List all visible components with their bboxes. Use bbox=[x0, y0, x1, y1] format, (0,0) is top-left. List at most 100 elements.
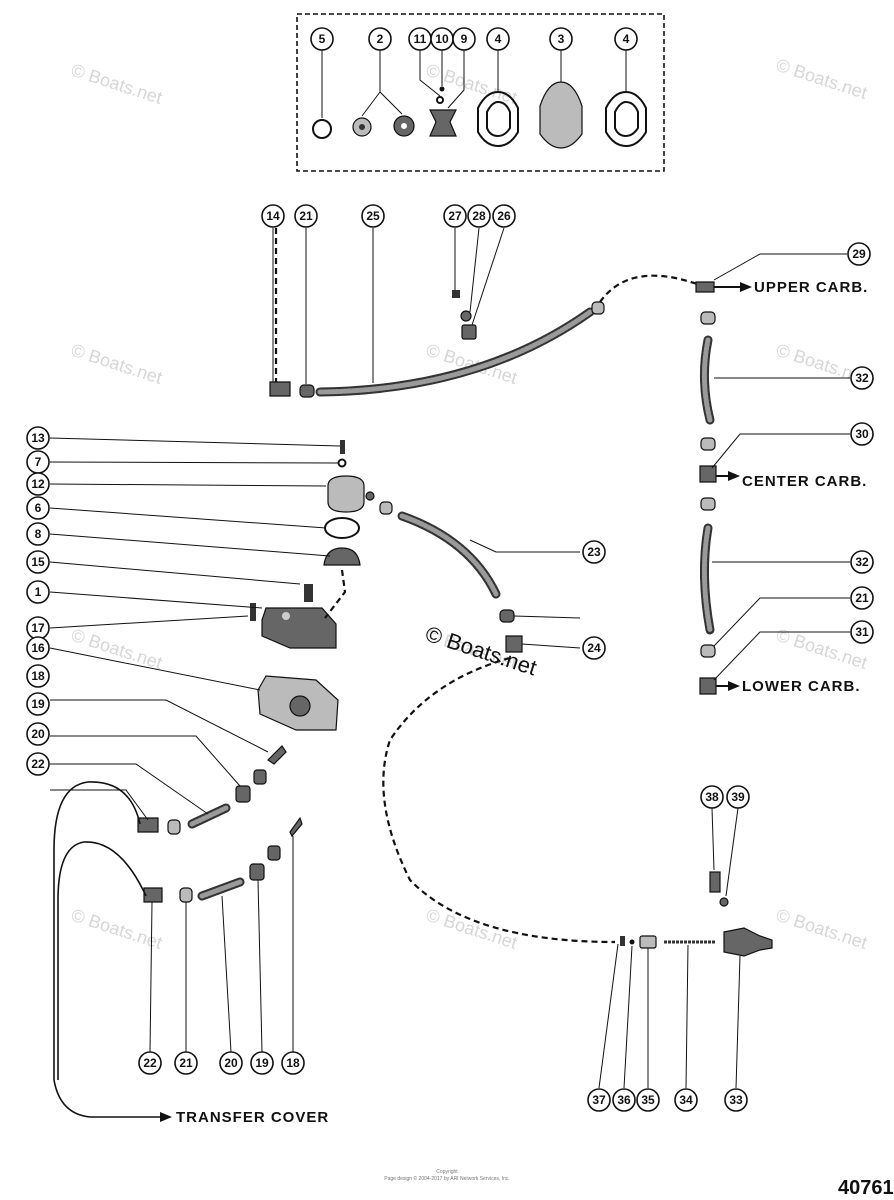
callout: 31 bbox=[850, 620, 874, 644]
callout: 21 bbox=[174, 1051, 198, 1075]
footer-credit: Page design © 2004-2017 by ARI Network S… bbox=[384, 1175, 509, 1182]
callout: 24 bbox=[582, 636, 606, 660]
svg-text:33: 33 bbox=[729, 1093, 743, 1107]
callout: 10 bbox=[430, 27, 454, 51]
hose-clamp-part bbox=[591, 301, 605, 315]
callout: 34 bbox=[674, 1088, 698, 1112]
upper-carb-label: UPPER CARB. bbox=[754, 279, 868, 296]
svg-text:20: 20 bbox=[224, 1056, 238, 1070]
callout: 30 bbox=[850, 422, 874, 446]
callout: 32 bbox=[850, 366, 874, 390]
o-ring-part bbox=[312, 119, 332, 139]
valve-body-part bbox=[429, 109, 457, 137]
callout: 17 bbox=[26, 616, 50, 640]
svg-text:35: 35 bbox=[641, 1093, 655, 1107]
lower-carb-label: LOWER CARB. bbox=[742, 678, 861, 695]
callout: 18 bbox=[26, 664, 50, 688]
svg-text:2: 2 bbox=[377, 32, 384, 46]
callout: 4 bbox=[486, 27, 510, 51]
svg-text:39: 39 bbox=[731, 790, 745, 804]
callout: 29 bbox=[847, 242, 871, 266]
svg-text:22: 22 bbox=[31, 757, 45, 771]
callout: 7 bbox=[26, 450, 50, 474]
svg-text:21: 21 bbox=[179, 1056, 193, 1070]
svg-text:38: 38 bbox=[705, 790, 719, 804]
svg-text:16: 16 bbox=[31, 641, 45, 655]
svg-text:22: 22 bbox=[143, 1056, 157, 1070]
svg-text:37: 37 bbox=[592, 1093, 606, 1107]
svg-text:9: 9 bbox=[461, 32, 468, 46]
elbow-fitting-part bbox=[267, 745, 287, 765]
callout: 14 bbox=[261, 204, 285, 228]
elbow-fitting-part bbox=[143, 887, 163, 903]
svg-text:3: 3 bbox=[558, 32, 565, 46]
svg-text:12: 12 bbox=[31, 477, 45, 491]
callout: 8 bbox=[26, 522, 50, 546]
pump-body-part bbox=[261, 607, 337, 649]
svg-text:34: 34 bbox=[679, 1093, 693, 1107]
callout: 39 bbox=[726, 785, 750, 809]
callout: 1 bbox=[26, 580, 50, 604]
callout: 22 bbox=[26, 752, 50, 776]
callout: 3 bbox=[549, 27, 573, 51]
svg-text:36: 36 bbox=[617, 1093, 631, 1107]
watermark: © Boats.net bbox=[69, 60, 165, 108]
gasket-part bbox=[605, 90, 647, 148]
svg-text:18: 18 bbox=[286, 1056, 300, 1070]
diaphragm-part bbox=[323, 547, 361, 566]
svg-text:17: 17 bbox=[31, 621, 45, 635]
repair-kit-box bbox=[296, 13, 665, 172]
watermark: © Boats.net bbox=[424, 60, 520, 108]
center-carb-label: CENTER CARB. bbox=[742, 473, 867, 490]
cover-part bbox=[327, 475, 365, 513]
svg-text:8: 8 bbox=[35, 527, 42, 541]
callout: 25 bbox=[361, 204, 385, 228]
watermark: © Boats.net bbox=[424, 905, 520, 953]
svg-text:5: 5 bbox=[319, 32, 326, 46]
callout: 13 bbox=[26, 426, 50, 450]
callout: 21 bbox=[294, 204, 318, 228]
main-watermark: © Boats.net bbox=[422, 621, 539, 680]
elbow-fitting-part bbox=[699, 677, 717, 695]
callout: 21 bbox=[850, 586, 874, 610]
svg-text:20: 20 bbox=[31, 727, 45, 741]
svg-text:10: 10 bbox=[435, 32, 449, 46]
svg-text:14: 14 bbox=[266, 209, 280, 223]
callout: 23 bbox=[582, 540, 606, 564]
svg-text:7: 7 bbox=[35, 455, 42, 469]
callout: 28 bbox=[467, 204, 491, 228]
svg-text:27: 27 bbox=[448, 209, 462, 223]
callout: 19 bbox=[26, 692, 50, 716]
svg-text:24: 24 bbox=[587, 641, 601, 655]
callout: 9 bbox=[452, 27, 476, 51]
transfer-cover-label: TRANSFER COVER bbox=[176, 1109, 329, 1126]
diaphragm-part bbox=[539, 81, 583, 149]
callout: 22 bbox=[138, 1051, 162, 1075]
elbow-fitting-part bbox=[269, 381, 291, 397]
tee-fitting-part bbox=[699, 465, 717, 483]
tee-fitting-part bbox=[695, 281, 715, 293]
svg-text:4: 4 bbox=[495, 32, 502, 46]
svg-text:1: 1 bbox=[35, 585, 42, 599]
svg-text:21: 21 bbox=[299, 209, 313, 223]
callout: 18 bbox=[281, 1051, 305, 1075]
callout: 33 bbox=[724, 1088, 748, 1112]
svg-text:30: 30 bbox=[855, 427, 869, 441]
callout: 16 bbox=[26, 636, 50, 660]
callout: 19 bbox=[250, 1051, 274, 1075]
callout-group: 5 2 11 10 9 4 3 4 14 21 25 27 28 26 29 1… bbox=[26, 27, 874, 1112]
watermark: © Boats.net bbox=[69, 905, 165, 953]
carb-hose-assembly: CENTER CARB. LOWER CARB. bbox=[699, 311, 867, 695]
watermark: © Boats.net bbox=[69, 625, 165, 673]
fuel-inlet-assembly bbox=[382, 656, 773, 1089]
svg-text:32: 32 bbox=[855, 555, 869, 569]
callout: 4 bbox=[614, 27, 638, 51]
svg-text:21: 21 bbox=[855, 591, 869, 605]
svg-text:18: 18 bbox=[31, 669, 45, 683]
callout: 35 bbox=[636, 1088, 660, 1112]
svg-text:28: 28 bbox=[472, 209, 486, 223]
footer-copyright: Copyright bbox=[436, 1169, 458, 1175]
callout: 20 bbox=[26, 722, 50, 746]
callout: 32 bbox=[850, 550, 874, 574]
